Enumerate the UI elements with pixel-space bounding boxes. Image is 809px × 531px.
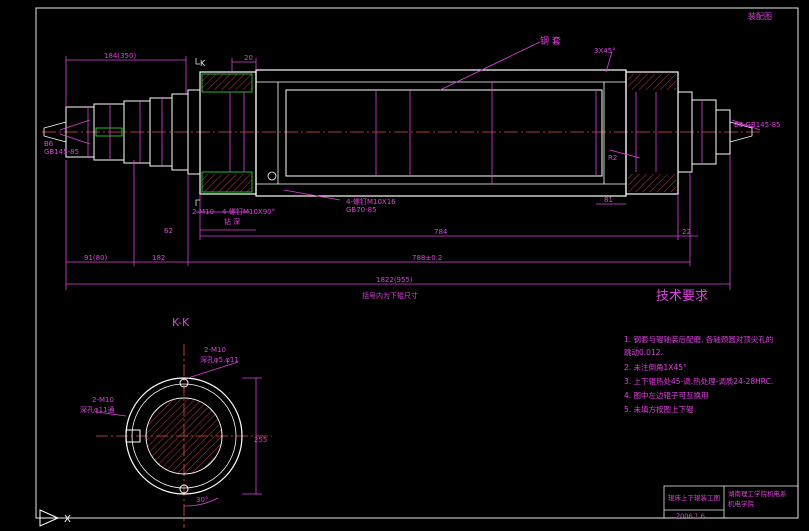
dim-182: 182 [152,254,165,262]
title-block-name: 辊床上下辊装工图 [668,493,720,502]
section-dim-right: 255 [254,436,267,444]
hatch-left-top [202,74,252,90]
hatch-left-bottom [202,174,252,192]
tech-item-1: 1. 钢套与辊轴装后配磨, 各轴颈圆对顶尖孔的 [624,334,773,344]
section-note-top-1: 2-M10 [204,346,226,354]
drawing-frame [35,7,799,519]
chamfer-top-label: 3X45° [594,47,616,55]
tech-item-1b: 跳动0.012. [624,347,663,357]
section-note-left-1: 2-M10 [92,396,114,404]
tech-item-2: 2. 未注倒角1X45° [624,362,687,372]
section-mark-k: K [200,59,206,68]
dim-left-top: 184(350) [104,52,136,60]
section-dim-angle: 30° [196,496,208,504]
dim-22: 22 [682,228,691,236]
hole-note-1: 2-M10 [192,208,214,216]
tech-items: 1. 钢套与辊轴装后配磨, 各轴颈圆对顶尖孔的 跳动0.012. 2. 未注倒角… [624,334,773,414]
section-title: K-K [172,316,190,329]
title-block-date: 2006.1.6 [676,512,705,520]
tech-heading: 技术要求 [656,289,708,304]
radius-note: R2 [608,154,617,162]
diameter-dims [87,82,703,184]
hatch-right-top [628,74,676,90]
hole-note-3: 钻 深 [224,217,240,226]
section-note-top-2: 深孔φ5.φ11 [200,355,239,364]
tech-item-5: 5. 未填方按图上下辊 [624,404,694,414]
caption: 括号内为下辊尺寸 [362,291,418,300]
title-block-company-2: 机电学院 [728,499,755,508]
title-block-company-1: 湖南理工学院机电系 [728,489,787,498]
dim-62: 62 [164,227,173,235]
bolt-note-1: 4-螺钉M10X16 [346,197,396,206]
dim-91: 91(80) [84,254,108,262]
tech-item-4: 4. 图中左边辊子可互换用 [624,390,709,400]
dim-81: 81 [604,196,613,204]
dim-784: 784 [434,228,448,236]
dim-20: 20 [244,54,253,62]
hatched-core [145,397,223,475]
dim-total: 1822(955) [376,276,413,284]
steel-sleeve-label: 钢 套 [540,35,561,47]
ucs-x-label: X [64,514,71,525]
section-view-kk [95,344,272,528]
steel-sleeve [255,69,627,197]
dim-788: 788±0.2 [412,254,442,262]
center-hole-left-std: GB145-85 [44,148,79,156]
bolt-note-2: GB70-85 [346,206,377,214]
title-block [663,485,799,519]
center-hole-right: B6 GB145-85 [734,121,781,129]
section-note-left-2: 深孔φ11通 [80,405,115,414]
ucs-icon [39,509,60,527]
tech-item-3: 3. 上下辊热处45-调.热处理-调质24-28HRC. [624,376,773,386]
center-hole-left-code: B6 [44,140,54,148]
length-dims [59,41,761,290]
corner-title: 装配图 [748,11,772,21]
hatch-right-bottom [628,174,676,192]
hole-note-2: 4-螺钉M10X90° [222,207,275,216]
